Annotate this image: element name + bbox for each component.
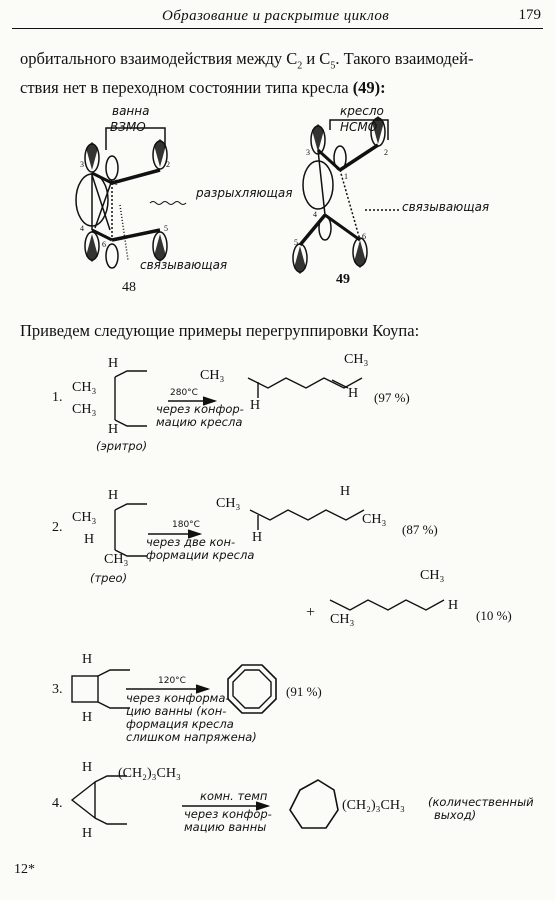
example-3-condition-1: через конформа- bbox=[126, 691, 230, 705]
page-number: 179 bbox=[518, 7, 542, 23]
atom-H: H bbox=[82, 826, 93, 841]
atom-label: 2 bbox=[384, 148, 388, 157]
atom-H: H bbox=[82, 652, 93, 667]
atom-H: H bbox=[250, 398, 261, 413]
header-title: Образование и раскрытие циклов bbox=[162, 8, 390, 24]
methyl-group: CH₃ bbox=[72, 510, 97, 525]
methyl-group: CH₃ bbox=[200, 368, 225, 383]
atom-H: H bbox=[108, 356, 119, 371]
example-4-yield-1: (количественный bbox=[428, 795, 534, 809]
atom-label: 1 bbox=[114, 178, 118, 187]
example-1-condition-2: мацию кресла bbox=[156, 415, 243, 429]
running-header: Образование и раскрытие циклов 179 bbox=[12, 6, 543, 29]
diagram-48-antibonding-label: разрыхляющая bbox=[196, 186, 293, 200]
example-2-condition-1: через две кон- bbox=[146, 535, 236, 549]
example-4-product-substituent: (CH₂)₃CH₃ bbox=[342, 798, 405, 813]
atom-H: H bbox=[82, 760, 93, 775]
diagram-49-structure bbox=[292, 117, 400, 273]
diagram-49-caption: 49 bbox=[336, 272, 350, 287]
atom-label: 3 bbox=[306, 148, 310, 157]
example-3-condition-3: формация кресла bbox=[126, 717, 234, 731]
atom-label: 3 bbox=[80, 160, 84, 169]
example-2-yield: (87 %) bbox=[402, 522, 438, 537]
atom-label: 5 bbox=[164, 224, 168, 233]
atom-H: H bbox=[348, 386, 359, 401]
methyl-group: CH₃ bbox=[72, 380, 97, 395]
diagram-49-hatching bbox=[294, 116, 384, 274]
atom-label: 2 bbox=[166, 160, 170, 169]
atom-H: H bbox=[252, 530, 263, 545]
methyl-group: CH₃ bbox=[344, 352, 369, 367]
methyl-group: CH₃ bbox=[330, 612, 355, 627]
diagram-49-title-2: НСМО bbox=[340, 120, 378, 134]
example-2-condition-2: формации кресла bbox=[146, 548, 255, 562]
atom-label: 6 bbox=[102, 240, 106, 249]
example-4-condition-2: мацию ванны bbox=[184, 820, 267, 834]
atom-label: 6 bbox=[362, 232, 366, 241]
example-3-condition-2: цию ванны (кон- bbox=[126, 704, 227, 718]
example-1-label: (эритро) bbox=[96, 439, 148, 453]
diagram-48-title-1: ванна bbox=[112, 104, 150, 118]
example-4-number: 4. bbox=[52, 796, 63, 811]
example-3-number: 3. bbox=[52, 682, 63, 697]
example-4-temperature: комн. темп bbox=[200, 789, 268, 803]
diagram-48-hatching bbox=[86, 139, 166, 262]
signature-mark: 12* bbox=[14, 862, 35, 877]
methyl-group: CH₃ bbox=[72, 402, 97, 417]
atom-H: H bbox=[108, 422, 119, 437]
example-4-yield-2: выход) bbox=[434, 808, 477, 822]
methyl-group: CH₃ bbox=[362, 512, 387, 527]
example-1-number: 1. bbox=[52, 390, 63, 405]
paragraph-1-line-1: орбитального взаимодействия между С2 и С… bbox=[20, 49, 474, 72]
atom-label: 4 bbox=[313, 210, 317, 219]
example-1-structure bbox=[114, 370, 363, 427]
plus-sign: + bbox=[306, 604, 316, 621]
example-2-number: 2. bbox=[52, 520, 63, 535]
atom-H: H bbox=[448, 598, 459, 613]
methyl-group: CH₃ bbox=[104, 552, 129, 567]
diagram-48-caption: 48 bbox=[122, 280, 136, 295]
example-1-condition-1: через конфор- bbox=[156, 402, 244, 416]
atom-H: H bbox=[340, 484, 351, 499]
example-1-temperature: 280°С bbox=[170, 388, 198, 398]
example-1-yield: (97 %) bbox=[374, 390, 410, 405]
methyl-group: CH₃ bbox=[420, 568, 445, 583]
example-2-structure bbox=[114, 503, 445, 611]
example-3-structure bbox=[71, 664, 277, 714]
example-4-condition-1: через конфор- bbox=[184, 807, 272, 821]
atom-label: 1 bbox=[344, 172, 348, 181]
atom-H: H bbox=[82, 710, 93, 725]
diagram-49-title-1: кресло bbox=[340, 104, 384, 118]
atom-label: 5 bbox=[294, 238, 298, 247]
atom-H: H bbox=[108, 488, 119, 503]
example-4-substituent: (CH₂)₃CH₃ bbox=[118, 766, 181, 781]
methyl-group: CH₃ bbox=[216, 496, 241, 511]
example-3-yield: (91 %) bbox=[286, 684, 322, 699]
example-4-structure bbox=[70, 775, 339, 829]
diagram-48-title-2: ВЗМО bbox=[110, 120, 146, 134]
example-2-temperature: 180°С bbox=[172, 520, 200, 530]
diagram-49-bonding-label: связывающая bbox=[402, 200, 490, 214]
example-2-label: (трео) bbox=[90, 571, 128, 585]
paragraph-1-line-2: ствия нет в переходном состоянии типа кр… bbox=[20, 78, 386, 98]
paragraph-1: орбитального взаимодействия между С2 и С… bbox=[20, 48, 540, 99]
diagram-48-bonding-label: связывающая bbox=[140, 258, 228, 272]
example-3-temperature: 120°С bbox=[158, 676, 186, 686]
paragraph-2: Приведем следующие примеры перегруппиров… bbox=[20, 321, 420, 340]
example-3-condition-4: слишком напряжена) bbox=[126, 730, 257, 744]
atom-label: 4 bbox=[80, 224, 84, 233]
example-2-minor-yield: (10 %) bbox=[476, 608, 512, 623]
atom-H: H bbox=[84, 532, 95, 547]
